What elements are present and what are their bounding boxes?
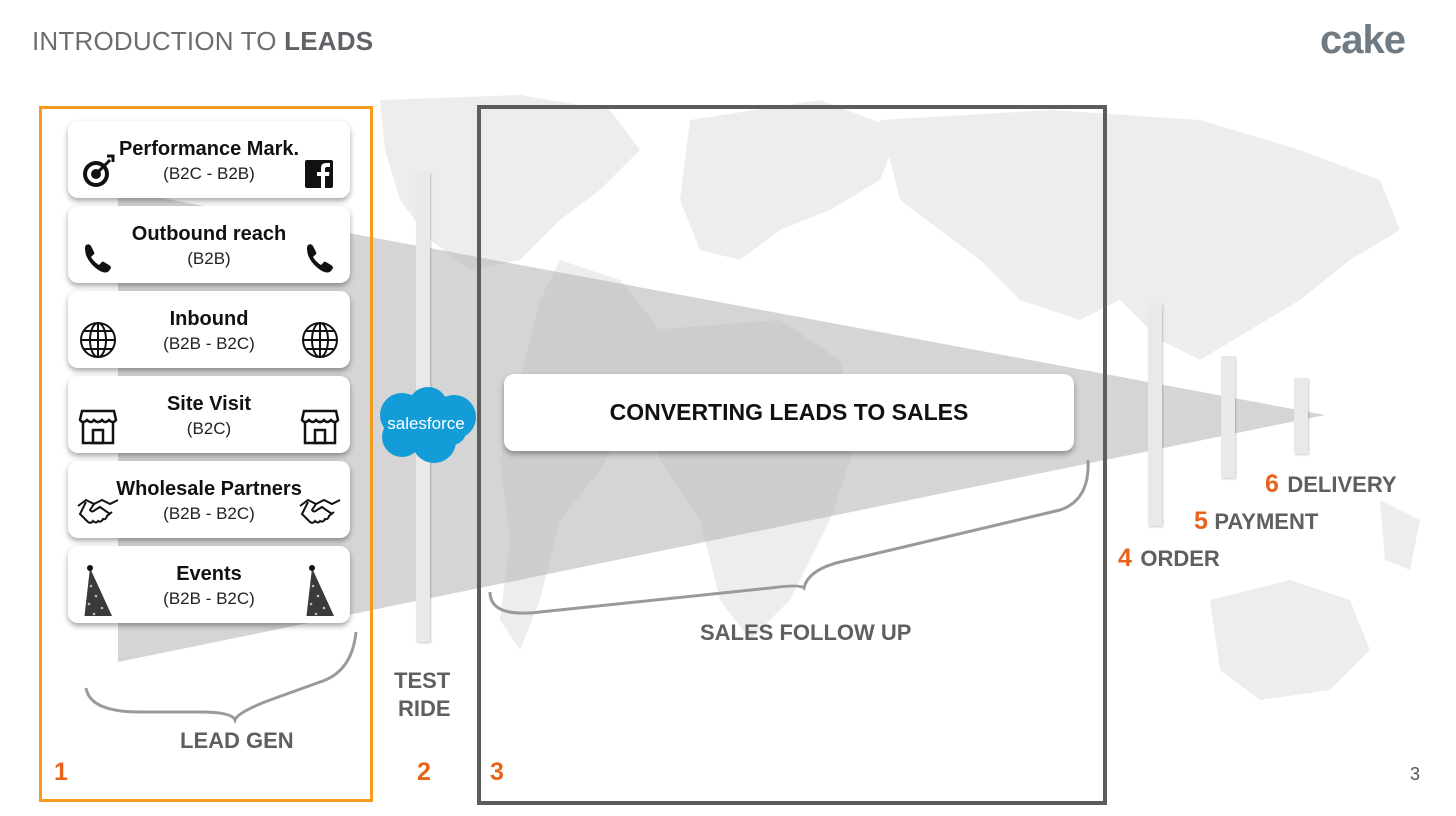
payment-bar (1221, 356, 1235, 478)
stage-number-3: 3 (490, 758, 504, 786)
stage-number-5: 5 (1194, 507, 1208, 535)
lead-card-wholesale-partners: Wholesale Partners (B2B - B2C) (68, 461, 350, 538)
party-hat-icon (84, 565, 112, 616)
stage-number-4: 4 (1118, 544, 1132, 572)
sales-follow-up-label: SALES FOLLOW UP (700, 620, 912, 645)
globe-icon (80, 322, 116, 358)
store-icon (300, 409, 340, 445)
sales-follow-up-brace (488, 459, 1090, 615)
order-stage: 4 ORDER (1118, 544, 1220, 573)
order-label: ORDER (1140, 546, 1220, 571)
lead-gen-frame (39, 106, 373, 802)
delivery-bar (1294, 378, 1308, 454)
stage-number-6: 6 (1265, 470, 1279, 498)
lead-card-title: Events (176, 563, 242, 585)
stage-number-1: 1 (54, 758, 68, 786)
lead-card-subtitle: (B2B - B2C) (163, 334, 255, 353)
salesforce-wordmark: salesforce (387, 414, 464, 433)
lead-card-subtitle: (B2C - B2B) (163, 164, 255, 183)
converting-leads-box: CONVERTING LEADS TO SALES (504, 374, 1074, 451)
stage-number-2: 2 (417, 758, 431, 786)
lead-card-site-visit: Site Visit (B2C) (68, 376, 350, 453)
order-bar (1148, 304, 1162, 526)
lead-card-title: Inbound (169, 308, 249, 330)
payment-stage: 5 PAYMENT (1194, 507, 1318, 536)
lead-card-title: Performance Mark. (118, 138, 300, 160)
delivery-stage: 6 DELIVERY (1265, 470, 1397, 499)
delivery-label: DELIVERY (1287, 472, 1397, 497)
lead-card-title: Outbound reach (131, 223, 287, 245)
party-hat-icon (306, 565, 334, 616)
facebook-icon (305, 160, 333, 188)
lead-card-events: Events (B2B - B2C) (68, 546, 350, 623)
globe-icon (302, 322, 338, 358)
lead-card-subtitle: (B2B - B2C) (163, 589, 255, 608)
lead-card-performance-marketing: Performance Mark. (B2C - B2B) (68, 121, 350, 198)
lead-card-title: Wholesale Partners (116, 478, 302, 500)
phone-icon (307, 244, 333, 273)
lead-gen-label: LEAD GEN (180, 728, 294, 753)
lead-card-subtitle: (B2C) (186, 419, 232, 438)
sales-follow-up-frame (477, 105, 1107, 805)
test-ride-label-line1: TEST (394, 668, 451, 693)
target-icon (83, 154, 115, 187)
lead-gen-brace (84, 631, 358, 725)
lead-card-inbound: Inbound (B2B - B2C) (68, 291, 350, 368)
payment-label: PAYMENT (1214, 509, 1319, 534)
store-icon (78, 409, 118, 445)
salesforce-logo: salesforce (380, 387, 476, 463)
lead-card-title: Site Visit (166, 393, 252, 415)
page-title-light: INTRODUCTION TO (32, 26, 285, 56)
lead-card-subtitle: (B2B - B2C) (163, 504, 255, 523)
page-title-bold: LEADS (284, 26, 374, 56)
page-title: INTRODUCTION TO LEADS (32, 26, 373, 57)
lead-card-outbound-reach: Outbound reach (B2B) (68, 206, 350, 283)
phone-icon (85, 244, 111, 273)
page-number: 3 (1410, 764, 1421, 784)
handshake-icon (299, 498, 341, 524)
lead-card-subtitle: (B2B) (187, 249, 231, 268)
handshake-icon (77, 498, 119, 524)
cake-logo: cake (1320, 18, 1406, 62)
test-ride-label-line2: RIDE (398, 696, 451, 721)
